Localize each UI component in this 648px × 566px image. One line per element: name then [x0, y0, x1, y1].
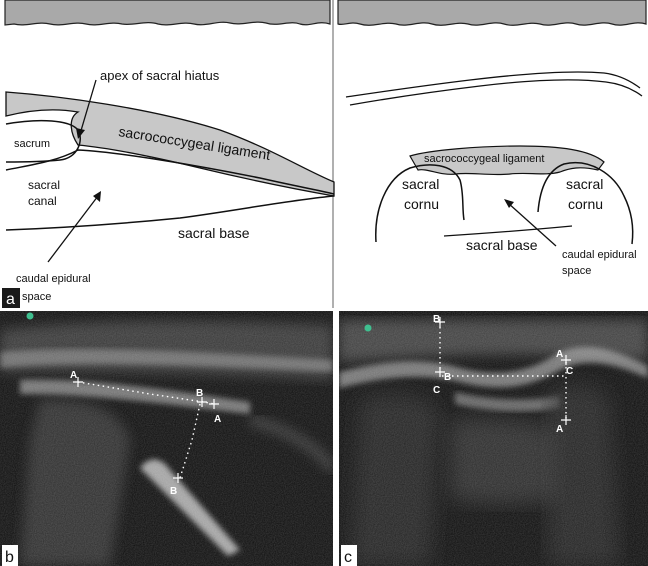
- panel-b: A B A B b: [0, 311, 333, 566]
- panel-a: apex of sacral hiatus sacrum sacrococcyg…: [0, 0, 648, 308]
- skin-surface: [5, 0, 330, 25]
- marker-b-a1: A: [70, 370, 77, 381]
- label-cornu-right-line1: sacral: [566, 176, 603, 192]
- label-epidural-line1: caudal epidural: [16, 273, 91, 285]
- panel-label-c: c: [344, 549, 352, 566]
- label-epidural-line2: space: [22, 291, 51, 303]
- marker-b-a2: A: [214, 414, 221, 425]
- label-canal-line1: sacral: [28, 178, 60, 192]
- label-cornu-left-line2: cornu: [404, 196, 439, 212]
- label-cornu-right-line2: cornu: [568, 196, 603, 212]
- label-epidural-right-line2: space: [562, 265, 591, 277]
- marker-c-a2: A: [556, 424, 563, 435]
- marker-c-a: A: [556, 349, 563, 360]
- marker-b-b2: B: [170, 486, 177, 497]
- label-apex: apex of sacral hiatus: [100, 68, 220, 83]
- label-canal-line2: canal: [28, 194, 57, 208]
- label-base-sagittal: sacral base: [178, 225, 250, 241]
- probe-orientation-dot-c: [365, 325, 372, 332]
- panel-label-a: a: [6, 291, 15, 308]
- panel-c: B C B A C A c: [339, 311, 648, 566]
- marker-b-b1: B: [196, 388, 203, 399]
- label-epidural-right-line1: caudal epidural: [562, 249, 637, 261]
- label-sacrum: sacrum: [14, 138, 50, 150]
- skin-surface-right: [338, 0, 646, 25]
- label-cornu-left-line1: sacral: [402, 176, 439, 192]
- marker-c-c: C: [433, 385, 440, 396]
- marker-c-b: B: [433, 314, 440, 325]
- marker-c-b2: B: [444, 372, 451, 383]
- probe-orientation-dot: [27, 313, 34, 320]
- marker-c-c2: C: [566, 366, 573, 377]
- label-ligament-transverse: sacrococcygeal ligament: [424, 153, 544, 165]
- label-base-transverse: sacral base: [466, 237, 538, 253]
- panel-label-b: b: [5, 549, 14, 566]
